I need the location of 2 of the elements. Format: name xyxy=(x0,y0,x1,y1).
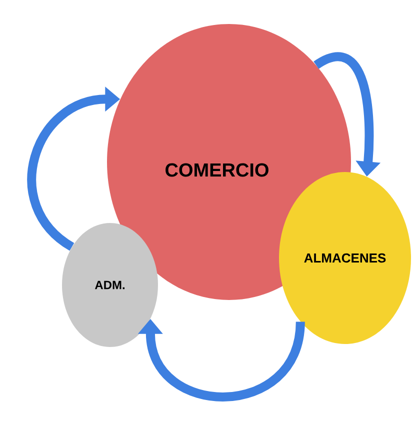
circle-node: ADM. xyxy=(62,223,158,347)
circle-node: ALMACENES xyxy=(279,172,411,344)
